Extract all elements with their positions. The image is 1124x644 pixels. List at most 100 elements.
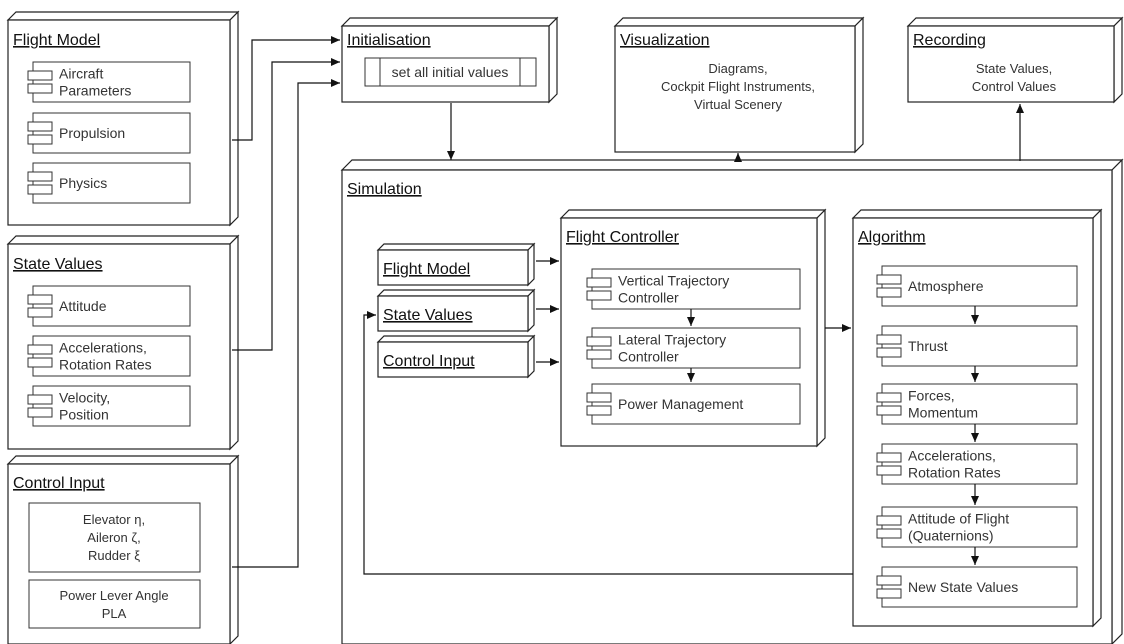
- state-values-box-top-face: [6, 235, 240, 245]
- simulation-input-box-side-face: [527, 334, 535, 379]
- state-values-component: Velocity,Position: [27, 385, 191, 427]
- component-icon: [876, 465, 902, 476]
- algorithm-component-frame: [881, 383, 1078, 425]
- state-values-component-label: Accelerations,Rotation Rates: [59, 340, 152, 373]
- flight-model-component-frame: [32, 162, 191, 204]
- algorithm-component-label-line: New State Values: [908, 579, 1018, 595]
- state-values-component-label-line: Position: [59, 407, 109, 423]
- algorithm-box-side-face: [1092, 208, 1102, 628]
- simulation-input-box-side-face: [527, 242, 535, 287]
- flight-controller-component-label-line: Controller: [618, 290, 679, 306]
- recording-box-top-face: [906, 17, 1124, 27]
- simulation-input-box-front-face: [377, 341, 529, 378]
- algorithm-component: Accelerations,Rotation Rates: [876, 443, 1078, 485]
- visualization-text-line: Cockpit Flight Instruments,: [661, 79, 815, 94]
- flight-model-component-label-line: Physics: [59, 175, 107, 191]
- state-values-component-label: Attitude: [59, 298, 107, 314]
- simulation-input-box-side-face: [527, 288, 535, 333]
- component-icon: [586, 405, 612, 416]
- simulation-input-label: Control Input: [383, 353, 475, 370]
- component-icon: [27, 134, 53, 145]
- simulation-box-side-face: [1111, 158, 1123, 644]
- flight-controller-component-label-line: Lateral Trajectory: [618, 332, 726, 348]
- step-frame: [364, 57, 537, 87]
- flight-controller-component-label-line: Power Management: [618, 396, 743, 412]
- algorithm-component-label-line: (Quaternions): [908, 528, 994, 544]
- component-icon: [27, 394, 53, 405]
- flight-model-to-initialisation: [232, 36, 340, 141]
- component-icon: [586, 392, 612, 403]
- simulation-title: Simulation: [347, 181, 422, 198]
- flight-controller-component-label-line: Controller: [618, 349, 679, 365]
- state-values-component-label-line: Attitude: [59, 298, 107, 314]
- control-surfaces-note: Elevator η,Aileron ζ,Rudder ξ: [28, 502, 201, 573]
- flight-controller-component-frame: [591, 268, 801, 310]
- flight-model-component-label-line: Aircraft: [59, 66, 103, 82]
- algorithm-component: Forces,Momentum: [876, 383, 1078, 425]
- flight-controller-title: Flight Controller: [566, 229, 680, 246]
- simulation-input-label: Flight Model: [383, 261, 470, 278]
- component-icon: [586, 349, 612, 360]
- control-surfaces-label: Elevator η,Aileron ζ,Rudder ξ: [83, 512, 145, 563]
- algorithm-component: Attitude of Flight(Quaternions): [876, 506, 1078, 548]
- state-values-component-label-line: Velocity,: [59, 390, 110, 406]
- simulation-input-box-top-face: [376, 243, 536, 251]
- flight-model-component-frame: [32, 112, 191, 154]
- control-input-box-top-face: [6, 455, 240, 465]
- component-icon: [27, 184, 53, 195]
- algorithm-box-top-face: [851, 209, 1103, 219]
- visualization-box-front-face: [614, 25, 856, 153]
- recording-box-front-face: [907, 25, 1115, 103]
- algorithm-component-label: Atmosphere: [908, 278, 984, 294]
- initialisation-box-top-face: [340, 17, 559, 27]
- simulation-input-box-front-face: [377, 249, 529, 286]
- algorithm-node: AlgorithmAtmosphereThrustForces,Momentum…: [851, 208, 1103, 628]
- flight-controller-box-top-face: [559, 209, 827, 219]
- visualization-box-top-face: [613, 17, 865, 27]
- set-initial-values-step: set all initial values: [364, 57, 537, 87]
- simulation-input-0: Flight Model: [376, 242, 536, 287]
- algorithm-component-label: Forces,Momentum: [908, 388, 978, 421]
- simulation-input-box-front-face: [377, 295, 529, 332]
- control-surfaces-frame: [28, 502, 201, 573]
- simulation-input-1: State Values: [376, 288, 536, 333]
- algorithm-component-label-line: Atmosphere: [908, 278, 984, 294]
- algorithm-component-label-line: Accelerations,: [908, 448, 996, 464]
- recording-text-line: State Values,: [976, 61, 1052, 76]
- algorithm-component-label-line: Momentum: [908, 405, 978, 421]
- flight-model-component: Physics: [27, 162, 191, 204]
- component-icon: [27, 344, 53, 355]
- component-icon: [27, 357, 53, 368]
- recording-text-line: Control Values: [972, 79, 1057, 94]
- state-values-component-frame: [32, 285, 191, 327]
- flight-model-box-top-face: [6, 11, 240, 21]
- flight-model-component-label-line: Parameters: [59, 83, 131, 99]
- simulation-input-2: Control Input: [376, 334, 536, 379]
- algorithm-component-label-line: Thrust: [908, 338, 948, 354]
- flight-controller-component: Power Management: [586, 383, 801, 425]
- flight-model-component: Propulsion: [27, 112, 191, 154]
- visualization-text: Diagrams,Cockpit Flight Instruments,Virt…: [661, 61, 815, 112]
- component-icon: [876, 452, 902, 463]
- algorithm-component-frame: [881, 506, 1078, 548]
- component-icon: [27, 171, 53, 182]
- state-values-component-label-line: Rotation Rates: [59, 357, 152, 373]
- algorithm-component-frame: [881, 325, 1078, 367]
- state-values-to-initialisation: [232, 58, 340, 351]
- visualization-box-side-face: [854, 16, 864, 154]
- recording-box-side-face: [1113, 16, 1123, 104]
- state-values-node: State ValuesAttitudeAccelerations,Rotati…: [6, 234, 240, 451]
- component-icon: [876, 515, 902, 526]
- component-icon: [27, 294, 53, 305]
- algorithm-component-label-line: Forces,: [908, 388, 955, 404]
- simulation-input-box-top-face: [376, 289, 536, 297]
- component-icon: [876, 287, 902, 298]
- simulation-box-top-face: [340, 159, 1124, 171]
